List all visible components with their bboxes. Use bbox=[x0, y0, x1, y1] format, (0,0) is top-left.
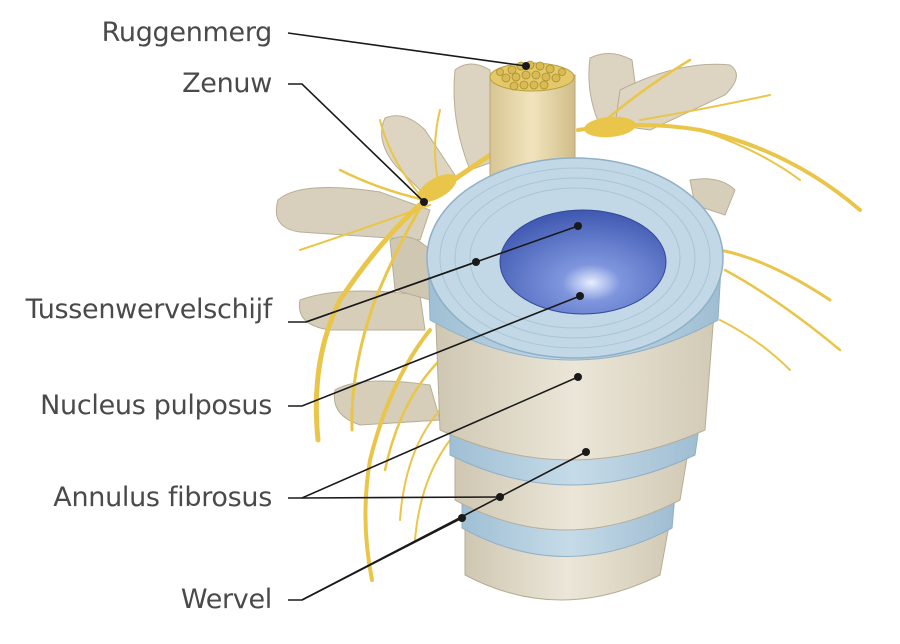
nerve-ganglion-right bbox=[584, 116, 636, 138]
label-vertebra: Wervel bbox=[180, 584, 272, 615]
leader-endpoints bbox=[420, 62, 590, 522]
label-annulus-fibrosus: Annulus fibrosus bbox=[53, 482, 272, 513]
leader-nucleus-pulposus bbox=[288, 295, 581, 407]
vertebral-column bbox=[426, 157, 724, 601]
leader-zenuw bbox=[288, 83, 425, 203]
label-nucleus-pulposus: Nucleus pulposus bbox=[40, 390, 272, 421]
nerve-ganglion-left bbox=[417, 174, 457, 202]
label-intervertebral-disc: Tussenwervelschijf bbox=[25, 294, 273, 325]
label-nerve: Zenuw bbox=[182, 68, 272, 99]
leader-ruggenmerg bbox=[287, 32, 527, 67]
nucleus-shape bbox=[499, 209, 667, 315]
label-spinal-cord: Ruggenmerg bbox=[101, 17, 273, 48]
